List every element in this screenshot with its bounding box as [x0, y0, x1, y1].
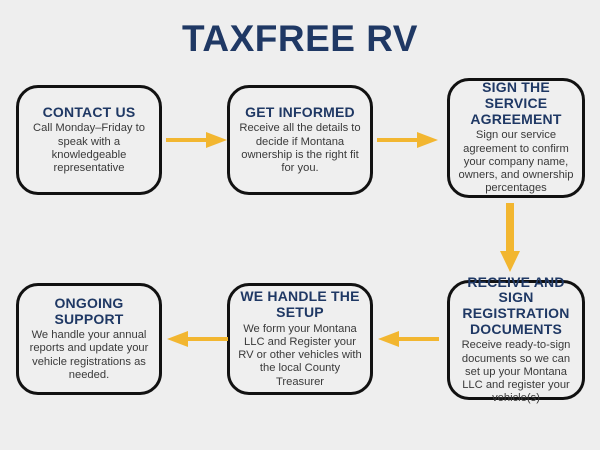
step-body: Sign our service agreement to confirm yo… [458, 129, 574, 195]
step-body: Receive ready-to-sign documents so we ca… [461, 339, 571, 405]
step-body: Receive all the details to decide if Mon… [239, 122, 361, 175]
step-heading: ONGOING SUPPORT [54, 294, 124, 327]
arrow-left-icon [377, 327, 439, 351]
step-heading: RECEIVE AND SIGN REGISTRATION DOCUMENTS [462, 273, 570, 337]
step-box-sign-the-service-agreement[interactable]: SIGN THE SERVICE AGREEMENT Sign our serv… [447, 78, 585, 198]
step-body: We handle your annual reports and update… [29, 329, 149, 381]
step-heading: SIGN THE SERVICE AGREEMENT [470, 79, 562, 127]
page-title: TAXFREE RV [182, 18, 418, 59]
step-box-contact-us[interactable]: CONTACT US Call Monday–Friday to speak w… [16, 85, 162, 195]
step-box-we-handle-the-setup[interactable]: WE HANDLE THE SETUP We form your Montana… [227, 283, 373, 395]
step-box-get-informed[interactable]: GET INFORMED Receive all the details to … [227, 85, 373, 195]
step-body: Call Monday–Friday to speak with a knowl… [33, 122, 145, 175]
arrow-left-icon [166, 327, 228, 351]
arrow-right-icon [377, 128, 439, 152]
arrow-right-icon [166, 128, 228, 152]
step-heading: WE HANDLE THE SETUP [240, 288, 360, 320]
step-heading: GET INFORMED [245, 103, 355, 120]
step-body: We form your Montana LLC and Register yo… [238, 322, 362, 388]
step-box-ongoing-support[interactable]: ONGOING SUPPORT We handle your annual re… [16, 283, 162, 395]
arrow-down-icon [498, 203, 522, 273]
step-heading: CONTACT US [42, 103, 136, 120]
step-box-receive-and-sign-registration-documents[interactable]: RECEIVE AND SIGN REGISTRATION DOCUMENTS … [447, 274, 585, 404]
